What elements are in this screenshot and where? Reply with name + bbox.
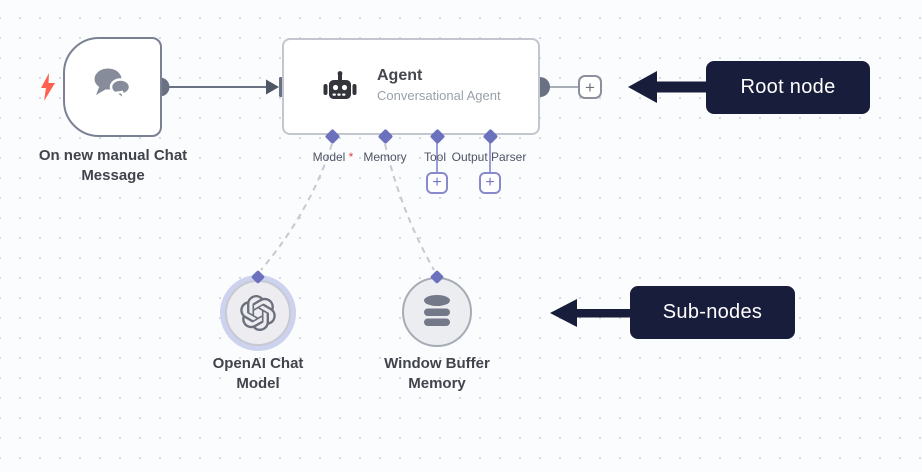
openai-node-label: OpenAI Chat Model <box>178 354 338 394</box>
robot-icon <box>320 68 360 108</box>
agent-node-subtitle: Conversational Agent <box>377 88 501 103</box>
openai-label-line1: OpenAI Chat <box>212 355 304 372</box>
root-node-arrow-icon <box>628 71 714 103</box>
chat-bubbles-icon <box>88 64 136 108</box>
required-asterisk: * <box>348 150 354 164</box>
sub-nodes-arrow-icon <box>550 299 634 327</box>
trigger-label-line2: Message <box>81 167 145 184</box>
wbm-label-line2: Memory <box>408 375 466 392</box>
port-label-tool: Tool <box>424 150 446 164</box>
lightning-bolt-icon <box>40 73 56 101</box>
port-label-tool-text: Tool <box>423 150 447 164</box>
openai-label-line2: Model <box>236 375 280 392</box>
openai-chat-model-node[interactable] <box>225 280 291 346</box>
port-label-memory-text: Memory <box>363 150 407 164</box>
wbm-node-label: Window Buffer Memory <box>357 354 517 394</box>
plus-icon: + <box>432 174 442 191</box>
plus-icon: + <box>485 174 495 191</box>
port-label-memory: Memory <box>363 150 406 164</box>
add-tool-button[interactable]: + <box>426 172 448 194</box>
annotation-root-node-label: Root node <box>740 76 836 98</box>
port-label-model-text: Model <box>312 150 346 164</box>
trigger-node-label: On new manual Chat Message <box>23 146 203 186</box>
connection-arrowhead-icon <box>266 79 279 95</box>
wbm-label-line1: Window Buffer <box>384 355 490 372</box>
agent-node-text: Agent Conversational Agent <box>377 66 501 104</box>
annotation-sub-nodes: Sub-nodes <box>630 286 795 339</box>
trigger-label-line1: On new manual Chat <box>38 147 188 164</box>
port-label-output-parser: Output Parser <box>452 150 527 164</box>
add-output-parser-button[interactable]: + <box>479 172 501 194</box>
window-buffer-memory-node[interactable] <box>402 277 472 347</box>
annotation-root-node: Root node <box>706 61 870 114</box>
database-icon <box>419 293 455 331</box>
port-label-model: Model * <box>313 150 354 164</box>
annotation-sub-nodes-label: Sub-nodes <box>662 301 763 323</box>
plus-icon: + <box>585 77 595 97</box>
openai-logo-icon <box>240 295 276 331</box>
add-next-node-button[interactable]: + <box>578 75 602 99</box>
agent-node-title: Agent <box>377 67 423 84</box>
port-label-output-parser-text: Output Parser <box>451 150 527 164</box>
